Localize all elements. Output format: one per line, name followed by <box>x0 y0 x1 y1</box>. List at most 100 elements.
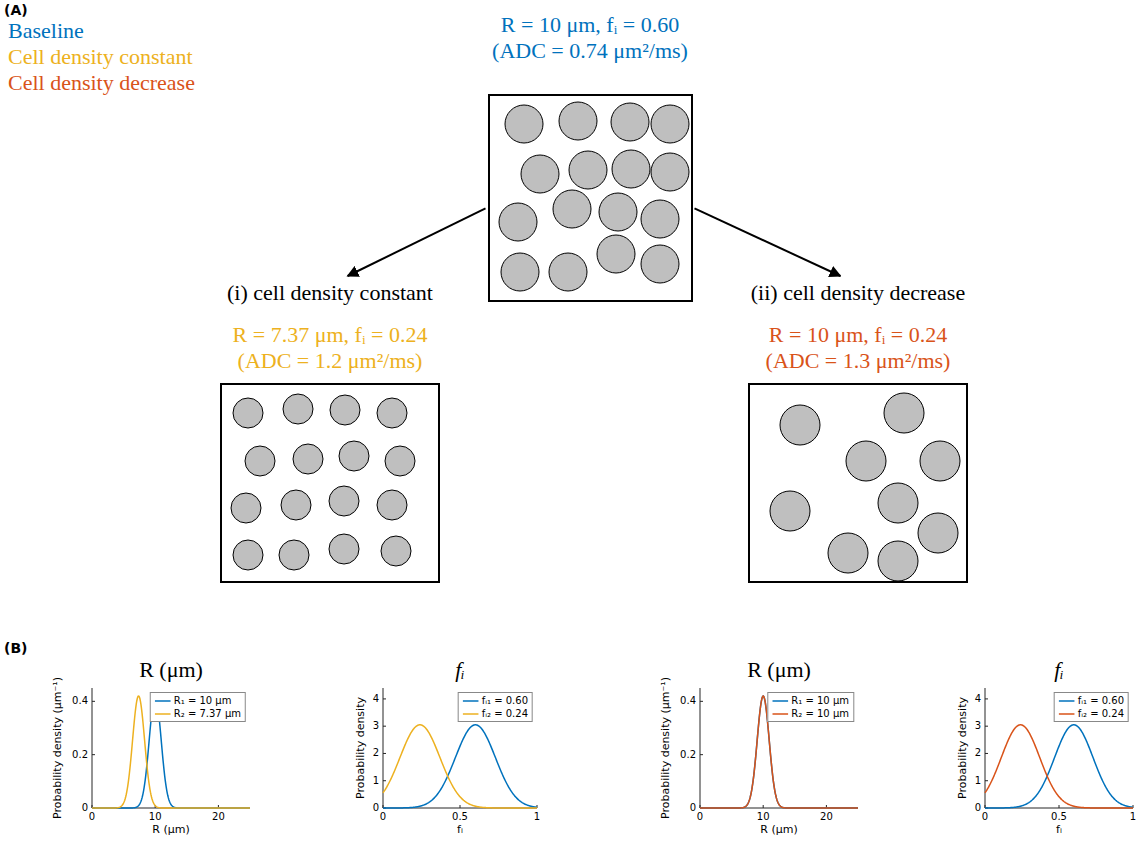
legend-line-sample <box>1059 697 1075 705</box>
legend-entry: Baseline <box>8 18 84 44</box>
parameter-text: (ADC = 0.74 μm²/ms) <box>488 38 693 64</box>
tick-label: 20 <box>820 811 833 823</box>
legend-row: fᵢ₂ = 0.24 <box>1059 707 1124 720</box>
parameter-text: R = 10 μm, fᵢ = 0.24 <box>748 322 968 348</box>
density-curve <box>700 696 858 808</box>
tick-mark <box>700 701 703 702</box>
legend-line-sample <box>463 710 479 718</box>
legend-row: fᵢ₁ = 0.60 <box>1059 694 1124 707</box>
axis-line <box>700 688 701 808</box>
legend-row: R₁ = 10 μm <box>772 694 849 707</box>
plot-axes <box>700 688 858 808</box>
panel-heading: (i) cell density constant <box>220 280 440 306</box>
cell-circle <box>505 105 543 143</box>
plot-title: R (μm) <box>747 657 811 682</box>
tick-label: 0 <box>697 811 703 823</box>
axis-line <box>383 688 384 808</box>
tick-label: 1 <box>534 811 540 823</box>
cell-circle <box>651 105 689 143</box>
plot-axes <box>92 688 250 808</box>
cell-circle <box>878 483 918 523</box>
legend-row: fᵢ₁ = 0.60 <box>463 694 528 707</box>
x-axis-label: R (μm) <box>760 824 797 837</box>
cell-circle <box>377 398 407 428</box>
cell-circle <box>828 533 868 573</box>
legend-line-sample <box>772 710 788 718</box>
parameter-text: R = 7.37 μm, fᵢ = 0.24 <box>220 322 440 348</box>
cell-circle <box>651 153 689 191</box>
y-axis-label: Probability density <box>957 697 970 799</box>
cell-circle <box>569 151 607 189</box>
tissue-box <box>488 94 693 302</box>
legend-text: Cell density constant <box>8 44 193 69</box>
legend-text: fᵢ₁ = 0.60 <box>482 694 528 707</box>
cell-circle <box>846 441 886 481</box>
tick-label: 0.2 <box>680 749 696 761</box>
cell-circle <box>233 540 263 570</box>
density-curve <box>985 725 1133 808</box>
legend-line-sample <box>772 697 788 705</box>
tick-mark <box>985 698 988 699</box>
legend-text: fᵢ₁ = 0.60 <box>1078 694 1124 707</box>
cell-circle <box>501 253 539 291</box>
cell-circle <box>279 540 309 570</box>
legend-text: Baseline <box>8 18 84 43</box>
arrow-connector <box>695 208 841 276</box>
tick-label: 1 <box>373 775 379 787</box>
tick-mark <box>92 754 95 755</box>
legend-text: R₁ = 10 μm <box>174 694 232 707</box>
parameter-text: (ADC = 1.2 μm²/ms) <box>220 348 440 374</box>
cell-circle <box>293 444 323 474</box>
cell-circle <box>521 155 559 193</box>
panel-heading: (ii) cell density decrease <box>748 280 968 306</box>
tick-mark <box>383 780 386 781</box>
cell-circle <box>597 235 635 273</box>
cell-circle <box>599 193 637 231</box>
axis-line <box>985 688 986 808</box>
tick-label: 10 <box>149 811 162 823</box>
tick-label: 3 <box>975 720 981 732</box>
density-curve <box>383 725 537 808</box>
x-axis-label: R (μm) <box>152 824 189 837</box>
legend-text: R₁ = 10 μm <box>791 694 849 707</box>
x-axis-label: fᵢ <box>457 824 463 837</box>
cell-circle <box>878 541 918 581</box>
tick-mark <box>700 754 703 755</box>
legend-text: Cell density decrease <box>8 70 195 95</box>
panel-label: (B) <box>4 640 27 656</box>
tick-label: 0 <box>89 811 95 823</box>
tick-label: 0.4 <box>72 696 88 708</box>
cell-circle <box>339 441 369 471</box>
legend-row: R₁ = 10 μm <box>155 694 241 707</box>
density-curve <box>985 725 1133 808</box>
plot-legend: R₁ = 10 μmR₂ = 7.37 μm <box>150 692 246 722</box>
tick-label: 4 <box>373 693 379 705</box>
cell-circle <box>920 441 960 481</box>
legend-row: R₂ = 7.37 μm <box>155 707 241 720</box>
tick-label: 4 <box>975 693 981 705</box>
density-curve <box>383 725 537 808</box>
tick-mark <box>383 726 386 727</box>
cell-circle <box>231 493 261 523</box>
cell-circle <box>559 102 597 140</box>
tick-label: 0.5 <box>1051 811 1067 823</box>
plot-legend: fᵢ₁ = 0.60fᵢ₂ = 0.24 <box>1054 692 1129 722</box>
cell-circle <box>553 190 591 228</box>
parameter-text: (ADC = 1.3 μm²/ms) <box>748 348 968 374</box>
plot-axes <box>985 688 1133 808</box>
tick-label: 1 <box>975 775 981 787</box>
legend-entry: Cell density decrease <box>8 70 195 96</box>
parameter-text: R = 10 μm, fᵢ = 0.60 <box>488 12 693 38</box>
legend-text: R₂ = 7.37 μm <box>174 707 241 720</box>
y-axis-label: Probability density (μm⁻¹) <box>52 677 65 819</box>
cell-circle <box>377 490 407 520</box>
tick-mark <box>985 753 988 754</box>
tissue-box <box>220 383 440 583</box>
plot-title: R (μm) <box>139 657 203 682</box>
legend-text: fᵢ₂ = 0.24 <box>482 707 528 720</box>
tick-label: 20 <box>212 811 225 823</box>
plot-legend: R₁ = 10 μmR₂ = 10 μm <box>767 692 854 722</box>
legend-entry: Cell density constant <box>8 44 193 70</box>
cell-model-panel: R = 10 μm, fᵢ = 0.60(ADC = 0.74 μm²/ms) <box>488 12 693 302</box>
y-axis-label: Probability density (μm⁻¹) <box>660 677 673 819</box>
